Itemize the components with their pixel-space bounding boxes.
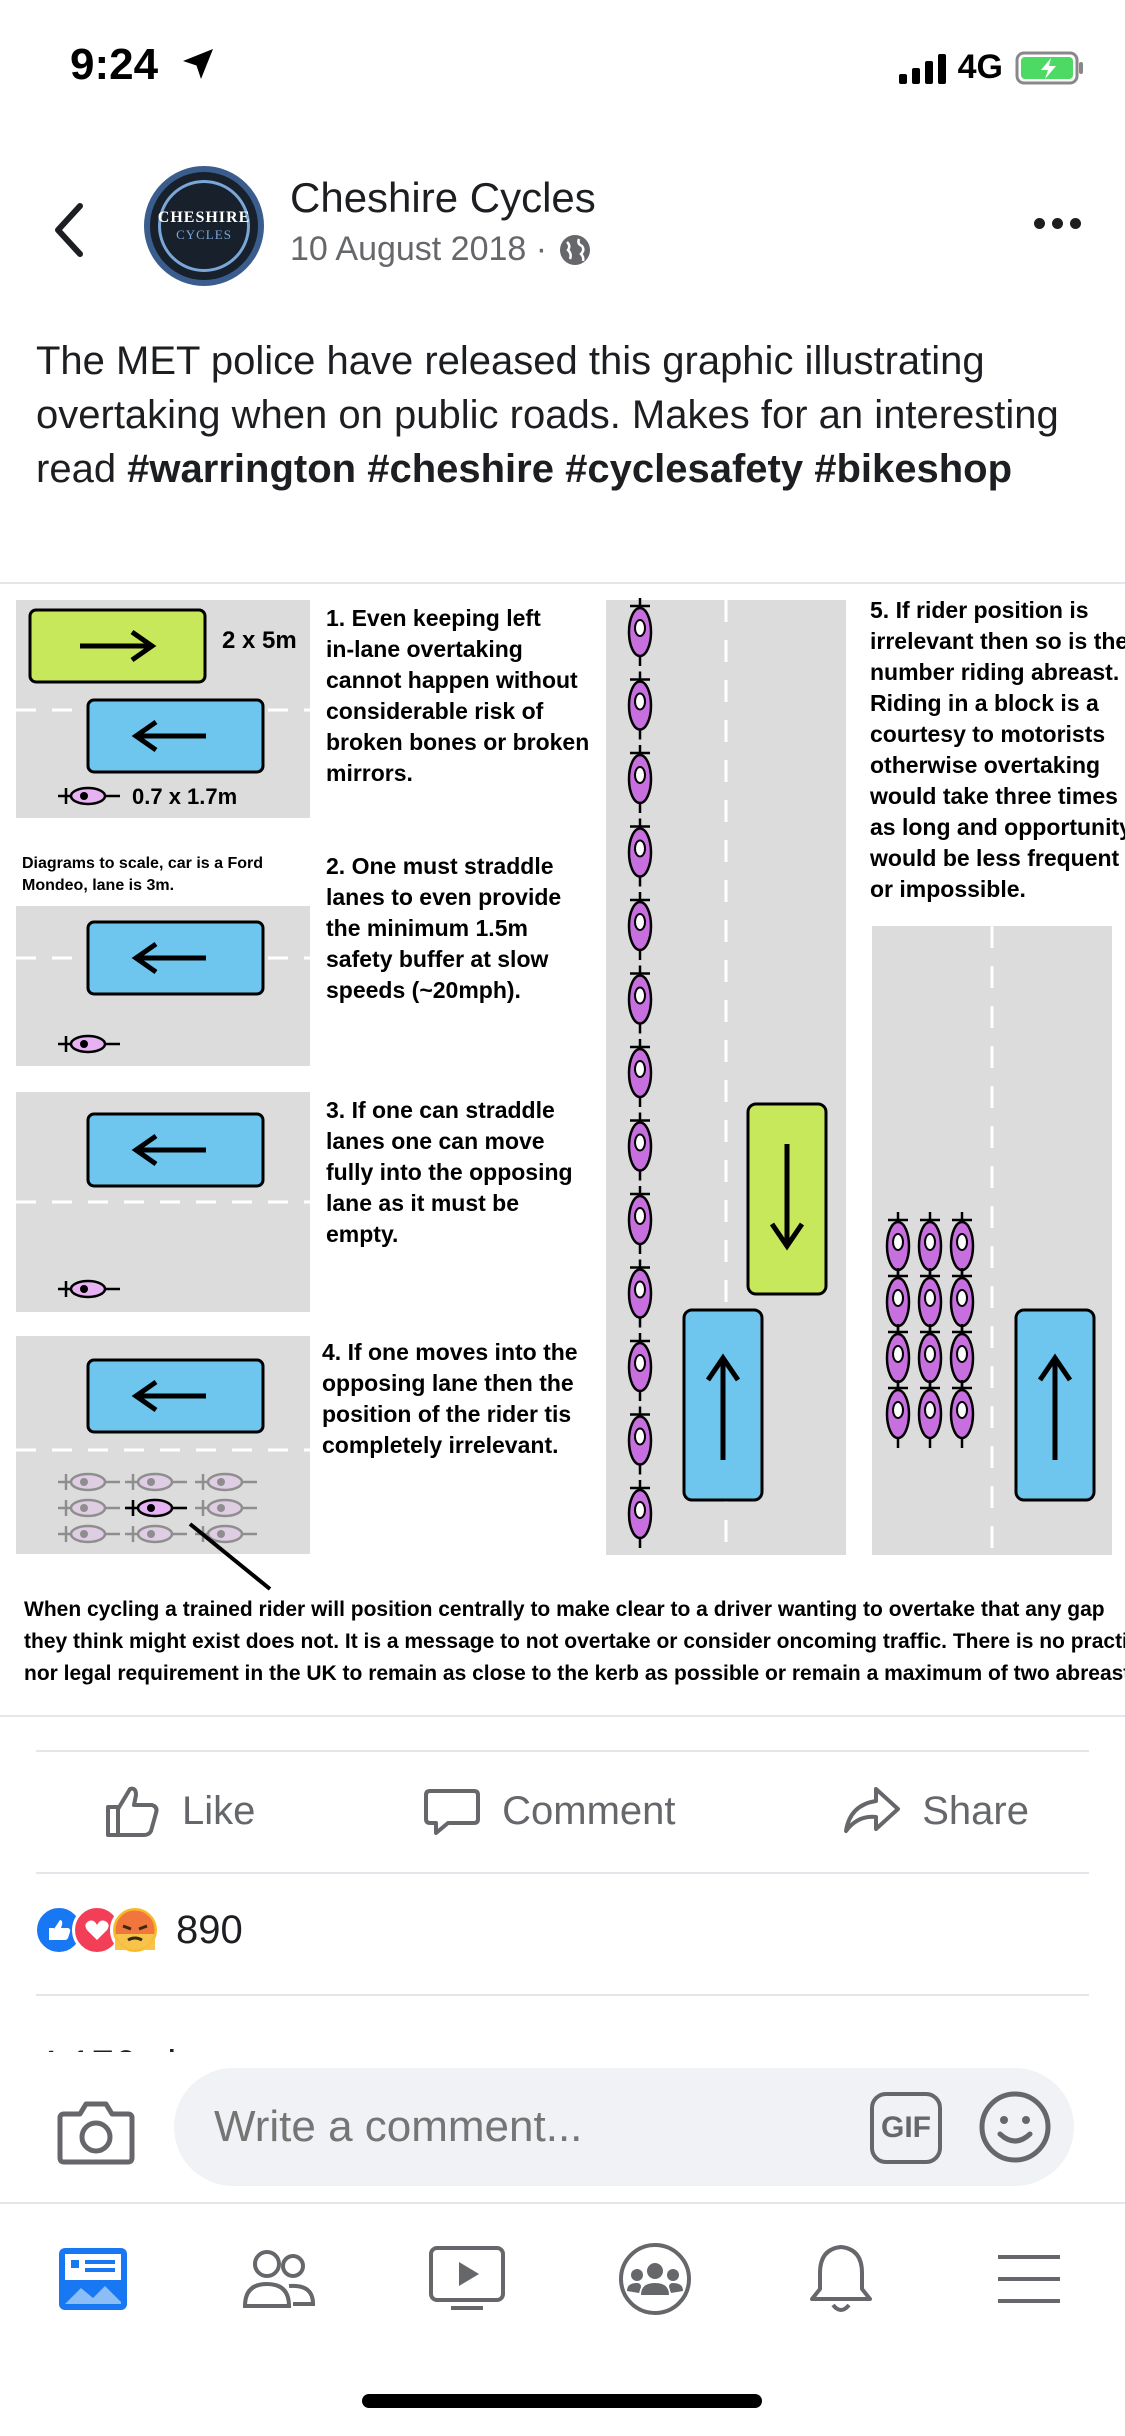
p1-line: mirrors. [326,760,413,786]
divider [36,1994,1089,1996]
thumbs-up-icon [106,1786,159,1837]
p2-line: safety buffer at slow [326,946,548,972]
comment-icon [424,1789,481,1835]
menu-icon[interactable] [984,2234,1074,2324]
p3-line: lanes one can move [326,1128,545,1154]
p4-line: completely irrelevant. [322,1432,559,1458]
reaction-count: 890 [176,1907,243,1952]
post-date: 10 August 2018 · [290,230,548,268]
gif-button[interactable]: GIF [870,2092,942,2164]
back-button[interactable] [44,200,94,260]
infographic-footer: When cycling a trained rider will positi… [24,1598,1125,1685]
p2-line: 2. One must straddle [326,853,554,879]
more-options-button[interactable] [1034,218,1081,229]
point-4-text: 4. If one moves into the opposing lane th… [322,1339,578,1458]
scale-note-1: Diagrams to scale, car is a Ford [22,855,263,872]
p3-line: empty. [326,1221,398,1247]
comment-bar: GIF [0,2052,1125,2202]
hashtag-link[interactable]: #bikeshop [814,447,1013,491]
p1-line: considerable risk of [326,698,544,724]
post-meta: 10 August 2018 · [290,230,593,269]
p5-line: courtesy to motorists [870,721,1105,747]
shares-count[interactable]: 4,176 shares [36,2030,267,2052]
p2-line: lanes to even provide [326,884,561,910]
signal-icon [898,52,946,84]
overtaking-infographic: 2 x 5m 0.7 x 1.7m 1. Even keeping left in… [16,596,1125,1685]
comment-input[interactable] [174,2068,1074,2186]
like-label: Like [182,1788,256,1833]
globe-icon [560,234,591,265]
point-5-text: 5. If rider position is irrelevant then s… [869,597,1125,902]
p1-line: cannot happen without [326,667,578,693]
car-size-label: 2 x 5m [222,627,297,654]
post-text: The MET police have released this graphi… [36,334,1096,496]
hashtag-link[interactable]: #cheshire [367,447,554,491]
hashtag-link[interactable]: #cyclesafety [565,447,804,491]
p5-line: number riding abreast. [870,659,1119,685]
p4-line: 4. If one moves into the [322,1339,578,1365]
chevron-left-icon [55,203,83,257]
footer-line: they think might exist does not. It is a… [24,1630,1125,1653]
p2-line: speeds (~20mph). [326,977,521,1003]
point-1-text: 1. Even keeping left in-lane overtaking ca… [326,605,589,786]
notifications-icon[interactable] [796,2234,886,2324]
point-3-text: 3. If one can straddle lanes one can move… [326,1097,573,1247]
divider [36,1872,1089,1874]
location-arrow-icon [183,49,213,79]
status-bar: 9:24 4G [0,0,1125,132]
emoji-icon[interactable] [978,2090,1052,2164]
footer-line: When cycling a trained rider will positi… [24,1598,1105,1621]
p2-line: the minimum 1.5m [326,915,528,941]
comment-label: Comment [502,1788,676,1833]
footer-line: nor legal requirement in the UK to remai… [24,1662,1125,1685]
p1-line: 1. Even keeping left [326,605,541,631]
share-label: Share [922,1788,1029,1833]
p5-line: Riding in a block is a [870,690,1099,716]
page-name[interactable]: Cheshire Cycles [290,174,596,221]
p4-line: position of the rider tis [322,1401,571,1427]
p4-line: opposing lane then the [322,1370,574,1396]
divider [36,1750,1089,1752]
friends-icon[interactable] [234,2234,324,2324]
action-bar: Like Comment Share [36,1752,1089,1870]
share-button[interactable]: Share [842,1781,1029,1841]
p5-line: would be less frequent [869,845,1120,871]
p3-line: lane as it must be [326,1190,519,1216]
battery-icon [1015,51,1083,84]
p5-line: or impossible. [870,876,1026,902]
news-feed-icon[interactable] [48,2234,138,2324]
avatar-logo: CHESHIRE CYCLES [158,180,250,272]
bike-size-label: 0.7 x 1.7m [132,784,237,809]
post-body: The MET police have released this graphi… [36,339,1059,491]
p3-line: fully into the opposing [326,1159,573,1185]
watch-icon[interactable] [422,2234,512,2324]
p5-line: 5. If rider position is [870,597,1089,623]
p5-line: otherwise overtaking [870,752,1100,778]
like-button[interactable]: Like [102,1781,255,1841]
reactions-summary[interactable]: 890 [34,1905,243,1955]
p5-line: as long and opportunity [870,814,1125,840]
p5-line: irrelevant then so is the [870,628,1125,654]
groups-icon[interactable] [610,2234,700,2324]
post-image[interactable]: 2 x 5m 0.7 x 1.7m 1. Even keeping left in… [0,582,1125,1717]
home-indicator [362,2394,762,2408]
p1-line: in-lane overtaking [326,636,523,662]
p5-line: would take three times [869,783,1118,809]
share-icon [844,1787,901,1833]
hashtag-link[interactable]: #warrington [127,447,357,491]
scale-note-2: Mondeo, lane is 3m. [22,877,174,894]
post-header: CHESHIRE CYCLES Cheshire Cycles 10 Augus… [0,160,1125,300]
p1-line: broken bones or broken [326,729,589,755]
p3-line: 3. If one can straddle [326,1097,555,1123]
network-label: 4G [957,48,1003,86]
camera-icon[interactable] [56,2096,136,2166]
point-2-text: 2. One must straddle lanes to even provid… [326,853,561,1003]
status-indicators: 4G [898,48,1085,87]
page-avatar[interactable]: CHESHIRE CYCLES [144,166,264,286]
angry-reaction-icon [110,1905,160,1955]
status-time: 9:24 [70,40,159,89]
comment-button[interactable]: Comment [422,1781,676,1841]
